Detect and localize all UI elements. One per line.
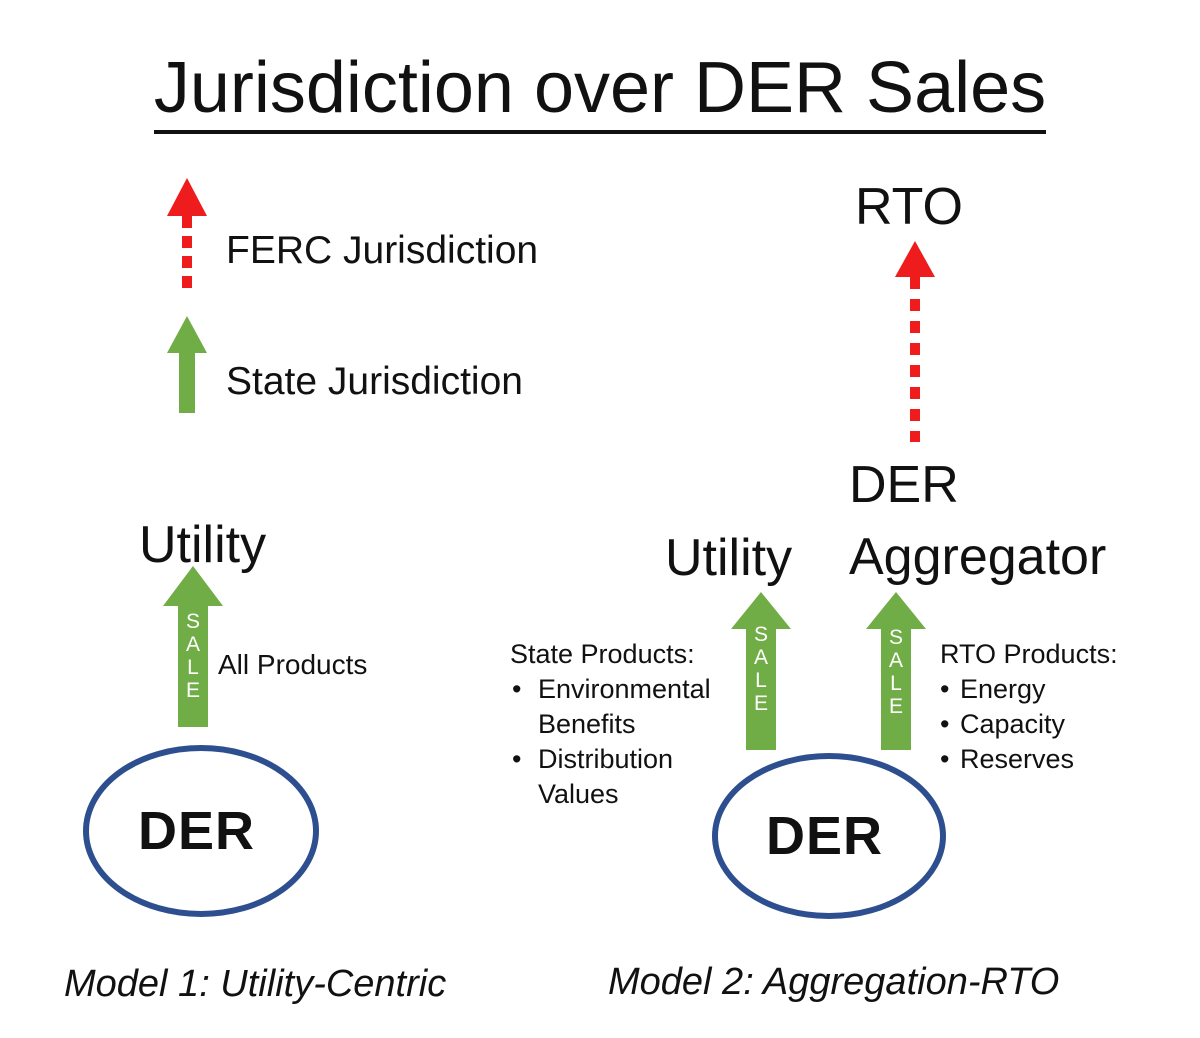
model2-utility-sale-arrow bbox=[731, 592, 791, 750]
model2-aggregator-sale-arrow bbox=[866, 592, 926, 750]
sale-letter: E bbox=[753, 692, 768, 715]
rto-label: RTO bbox=[855, 178, 963, 236]
model2-der-ellipse bbox=[712, 753, 946, 919]
rto-products-heading: RTO Products: bbox=[940, 639, 1118, 669]
model1-sale-letters: S A L E bbox=[180, 610, 206, 702]
sale-letter: S bbox=[753, 623, 768, 646]
sale-letter: A bbox=[888, 649, 903, 672]
sale-letter: L bbox=[890, 672, 902, 695]
model2-utility-sale-letters: S A L E bbox=[748, 623, 774, 715]
sale-letter: A bbox=[185, 633, 200, 656]
sale-letter: L bbox=[755, 669, 767, 692]
model2-caption: Model 2: Aggregation-RTO bbox=[608, 961, 1060, 1003]
rto-products-list: RTO Products: Energy Capacity Reserves bbox=[940, 637, 1118, 777]
model1-caption: Model 1: Utility-Centric bbox=[64, 963, 447, 1005]
model2-der-label: DER bbox=[766, 806, 884, 866]
sale-letter: E bbox=[185, 679, 200, 702]
rto-product-item: Energy bbox=[940, 672, 1118, 707]
model1-utility-label: Utility bbox=[139, 516, 267, 574]
rto-product-item: Capacity bbox=[940, 707, 1118, 742]
model1-der-label: DER bbox=[138, 801, 256, 861]
legend-ferc-arrow bbox=[167, 178, 207, 296]
model2-utility-label: Utility bbox=[665, 529, 793, 587]
legend-state-arrow bbox=[167, 316, 207, 413]
model1-sale-arrow bbox=[163, 566, 223, 727]
model1-der-ellipse bbox=[83, 745, 319, 917]
aggregator-label-line2: Aggregator bbox=[849, 528, 1107, 586]
sale-letter: S bbox=[888, 626, 903, 649]
model2-aggregator-sale-letters: S A L E bbox=[883, 626, 909, 718]
sale-letter: A bbox=[753, 646, 768, 669]
state-products-heading: State Products: bbox=[510, 639, 695, 669]
sale-letter: E bbox=[888, 695, 903, 718]
page-title: Jurisdiction over DER Sales bbox=[0, 48, 1200, 134]
rto-product-item: Reserves bbox=[940, 742, 1118, 777]
model1-products-label: All Products bbox=[218, 649, 368, 680]
legend-ferc-label: FERC Jurisdiction bbox=[226, 229, 539, 272]
aggregator-label-line1: DER bbox=[849, 456, 959, 514]
rto-ferc-arrow bbox=[895, 241, 935, 442]
legend-state-label: State Jurisdiction bbox=[226, 360, 523, 403]
sale-letter: S bbox=[185, 610, 200, 633]
sale-letter: L bbox=[187, 656, 199, 679]
